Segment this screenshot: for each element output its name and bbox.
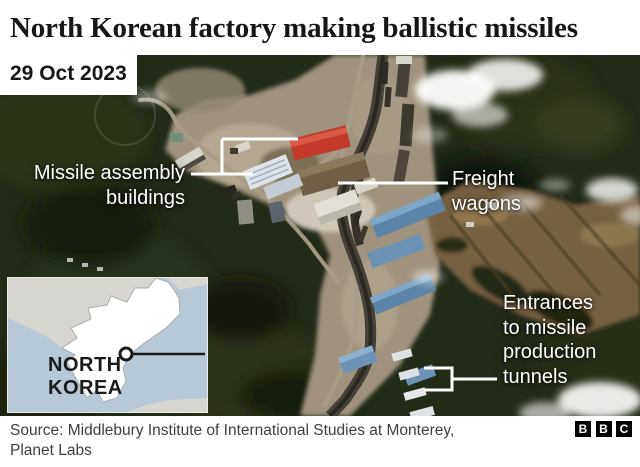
location-marker-icon bbox=[118, 346, 134, 362]
label-line: Entrances bbox=[503, 292, 594, 314]
satellite-image: Missile assembly buildings Freight wagon… bbox=[0, 55, 640, 416]
label-line: Freight bbox=[452, 168, 515, 190]
tunnel-bracket bbox=[424, 366, 497, 392]
map-label-line: KOREA bbox=[48, 377, 123, 399]
label-missile-assembly: Missile assembly buildings bbox=[0, 161, 185, 210]
assembly-bracket bbox=[220, 137, 298, 175]
date-badge: 29 Oct 2023 bbox=[0, 55, 137, 95]
map-country-label: NORTH KOREA bbox=[48, 354, 123, 400]
label-line: tunnels bbox=[503, 365, 568, 388]
footer: Source: Middlebury Institute of Internat… bbox=[0, 416, 640, 467]
bbc-logo-block: B bbox=[575, 421, 591, 437]
label-tunnel-entrances: Entrances to missile production tunnels bbox=[503, 291, 596, 389]
source-line: Source: Middlebury Institute of Internat… bbox=[10, 422, 455, 439]
label-freight-wagons: Freight wagons bbox=[452, 167, 521, 216]
source-line: Planet Labs bbox=[10, 442, 92, 459]
inset-map: NORTH KOREA bbox=[7, 277, 208, 413]
date-text: 29 Oct 2023 bbox=[10, 62, 127, 85]
label-line: to missile bbox=[503, 316, 587, 339]
label-line: production bbox=[503, 341, 597, 363]
bbc-logo-block: C bbox=[616, 421, 632, 437]
label-line: wagons bbox=[452, 192, 521, 215]
source-attribution: Source: Middlebury Institute of Internat… bbox=[10, 421, 454, 461]
page-title: North Korean factory making ballistic mi… bbox=[10, 12, 578, 44]
label-line: Missile assembly bbox=[33, 162, 185, 184]
bbc-logo: B B C bbox=[575, 421, 632, 437]
label-line: buildings bbox=[106, 186, 185, 209]
bbc-logo-block: B bbox=[595, 421, 612, 437]
map-label-line: NORTH bbox=[48, 354, 122, 376]
inset-map-shapes bbox=[8, 278, 207, 412]
annotation-markers bbox=[191, 137, 497, 392]
